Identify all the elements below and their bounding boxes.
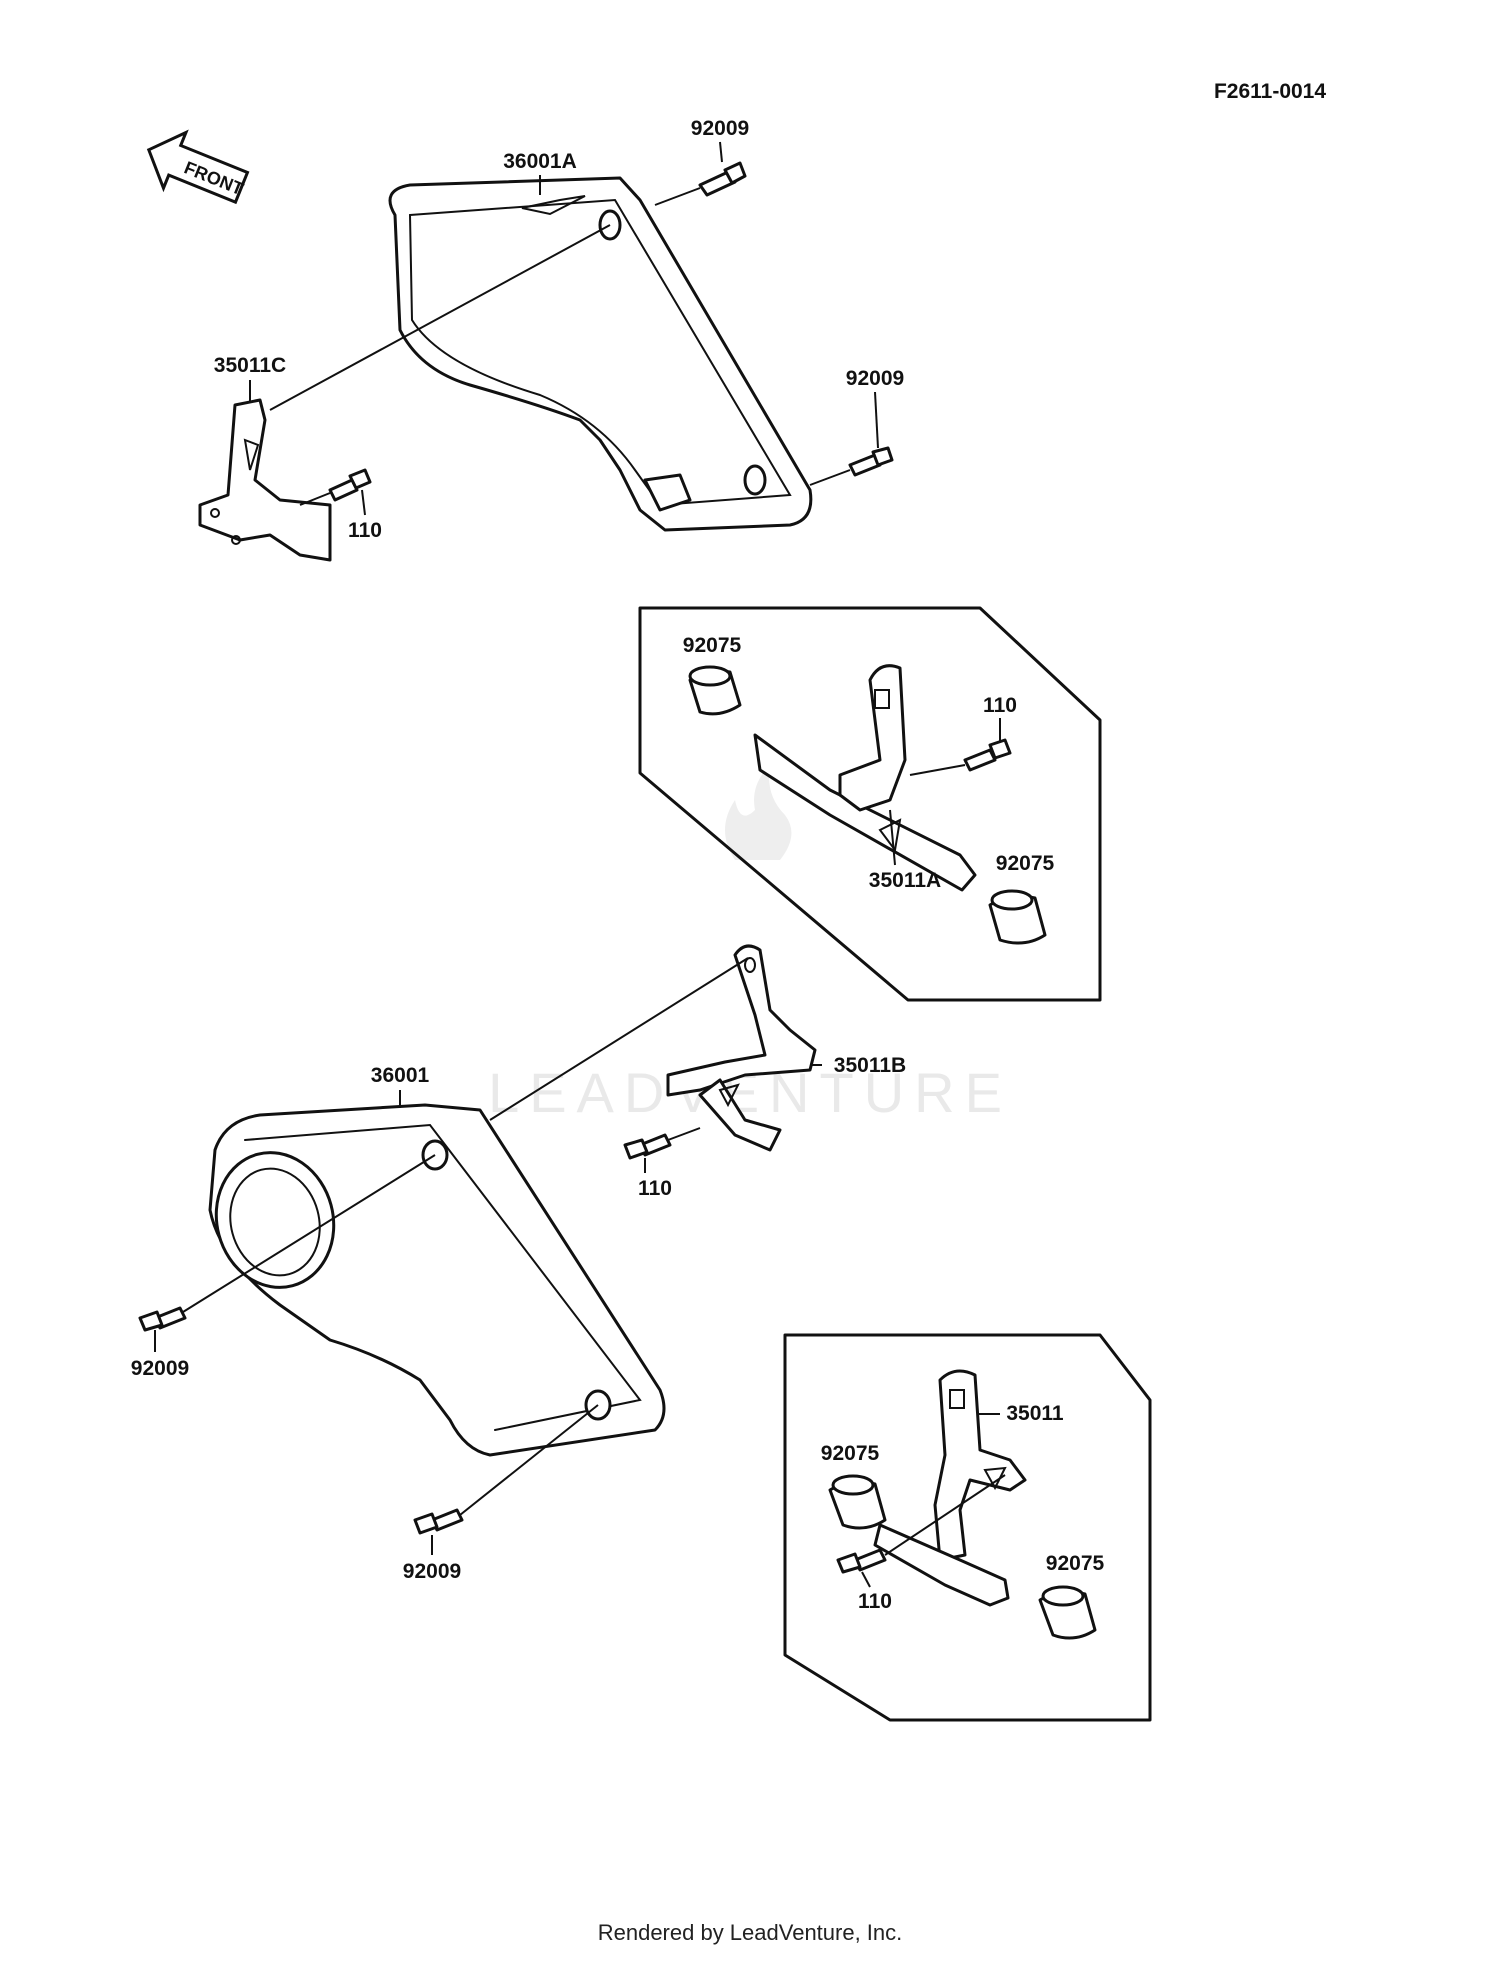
bolt-110-box1 xyxy=(963,738,1012,772)
option-box-35011: 35011 92075 92075 110 xyxy=(783,1333,1152,1722)
chain-guard-36001 xyxy=(208,1103,666,1457)
callout-35011c: 35011C xyxy=(214,354,286,377)
bolt-92009-left xyxy=(138,1306,187,1332)
callout-92075-box1-a: 92075 xyxy=(683,634,742,657)
front-direction-arrow: FRONT xyxy=(146,129,250,205)
callout-35011b: 35011B xyxy=(834,1054,906,1077)
render-credit-footer: Rendered by LeadVenture, Inc. xyxy=(597,1920,903,1945)
callout-36001a: 36001A xyxy=(503,150,577,173)
callout-35011a: 35011A xyxy=(869,869,941,892)
callout-92009-bottom: 92009 xyxy=(403,1560,461,1583)
spacer-92075-box2-b xyxy=(1038,1585,1097,1640)
callout-92075-box2-b: 92075 xyxy=(1046,1552,1105,1575)
callout-92009-left: 92009 xyxy=(131,1357,189,1380)
flame-logo-icon xyxy=(725,765,792,860)
callout-92075-box1-b: 92075 xyxy=(996,852,1055,875)
bolt-92009-bottom xyxy=(413,1508,464,1535)
chain-guard-36001a xyxy=(388,176,813,532)
callout-110-box2: 110 xyxy=(858,1590,892,1613)
callout-35011: 35011 xyxy=(1006,1402,1064,1425)
bracket-35011a xyxy=(753,664,977,892)
callout-92009-right: 92009 xyxy=(846,367,904,390)
callout-110-mid: 110 xyxy=(638,1177,672,1200)
bolt-92009-top xyxy=(698,161,747,197)
bolt-92009-right xyxy=(848,446,894,477)
callout-36001: 36001 xyxy=(371,1064,430,1087)
option-box-35011a: 92075 110 35011A 92075 xyxy=(638,606,1102,1002)
bracket-35011 xyxy=(873,1369,1027,1607)
spacer-92075-box2-a xyxy=(828,1474,887,1530)
diagram-code: F2611-0014 xyxy=(1214,80,1326,103)
callout-110-box1: 110 xyxy=(983,694,1017,717)
bolt-110-mid xyxy=(623,1133,672,1160)
spacer-92075-box1-b xyxy=(988,889,1047,945)
bolt-110-top xyxy=(328,468,372,502)
bracket-35011c xyxy=(198,398,332,562)
callout-110-top: 110 xyxy=(348,519,382,542)
arrow-left-icon xyxy=(146,129,250,205)
bolt-110-box2 xyxy=(836,1548,887,1574)
spacer-92075-box1-a xyxy=(688,665,742,716)
callout-92075-box2-a: 92075 xyxy=(821,1442,880,1465)
callout-92009-top: 92009 xyxy=(691,117,749,140)
bracket-35011b xyxy=(666,944,817,1152)
